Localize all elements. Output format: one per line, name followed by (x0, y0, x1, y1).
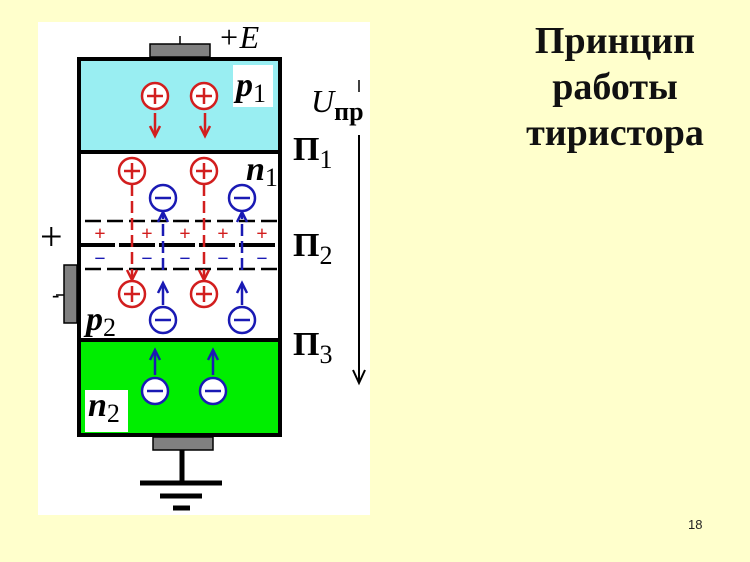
space-charge-minus: − (179, 248, 190, 270)
forward-voltage-arrow (352, 135, 366, 386)
gate-plus-sign: + (40, 214, 63, 259)
electron-carrier-icon (227, 183, 257, 213)
space-charge-plus: + (141, 223, 152, 245)
title-line-3: тиристора (526, 112, 704, 154)
forward-voltage-label: Uпр (311, 83, 364, 126)
hole-carrier-icon (189, 279, 219, 309)
title-line-1: Принцип (534, 20, 696, 62)
arrow-up-icon (148, 347, 162, 375)
carriers (117, 81, 257, 406)
ground-icon (140, 450, 222, 511)
space-charge-minus: − (217, 248, 228, 270)
cathode-contact (152, 436, 214, 451)
layer-label-n2: n2 (88, 387, 120, 428)
hole-carrier-icon (117, 156, 147, 186)
anode-voltage-label: +E (218, 19, 260, 55)
junction-label-p1: П1 (293, 131, 332, 174)
hole-carrier-icon (117, 279, 147, 309)
arrow-down-icon (198, 113, 212, 139)
hole-carrier-icon (189, 81, 219, 111)
space-charge-minus: − (94, 248, 105, 270)
electron-carrier-icon (148, 305, 178, 335)
layer-label-p2: p2 (83, 301, 116, 342)
space-charge-minus: − (141, 248, 152, 270)
arrow-up-icon (235, 280, 249, 305)
arrow-up-icon (156, 280, 170, 305)
junction-label-p3: П3 (293, 326, 332, 369)
n2-label-bg (85, 390, 128, 432)
space-charge-minus: − (256, 248, 267, 270)
layer-label-p1: p1 (233, 67, 266, 108)
title-line-2: работы (552, 66, 678, 108)
carrier-arrows (125, 113, 249, 375)
electron-carrier-icon (148, 183, 178, 213)
page-number: 18 (688, 517, 703, 532)
p1-label-bg (233, 65, 273, 107)
arrow-up-icon (206, 347, 220, 375)
space-charge-plus: + (94, 223, 105, 245)
space-charge-plus: + (179, 223, 190, 245)
space-charge-plus: + (256, 223, 267, 245)
space-charge-plus: + (217, 223, 228, 245)
hole-carrier-icon (140, 81, 170, 111)
hole-carrier-icon (189, 156, 219, 186)
junction-label-p2: П2 (293, 227, 332, 270)
electron-carrier-icon (198, 376, 228, 406)
space-charge-negative-row: −−−−− (94, 248, 267, 270)
electron-carrier-icon (227, 305, 257, 335)
slide-title: Принцип работы тиристора (505, 18, 725, 156)
layer-label-n1: n1 (246, 151, 278, 192)
electron-carrier-icon (140, 376, 170, 406)
space-charge-positive-row: + + + + + (94, 223, 267, 245)
anode-contact (149, 43, 211, 58)
arrow-down-icon (148, 113, 162, 139)
gate-contact (63, 264, 78, 324)
gate-minus-sign: - (52, 282, 59, 307)
